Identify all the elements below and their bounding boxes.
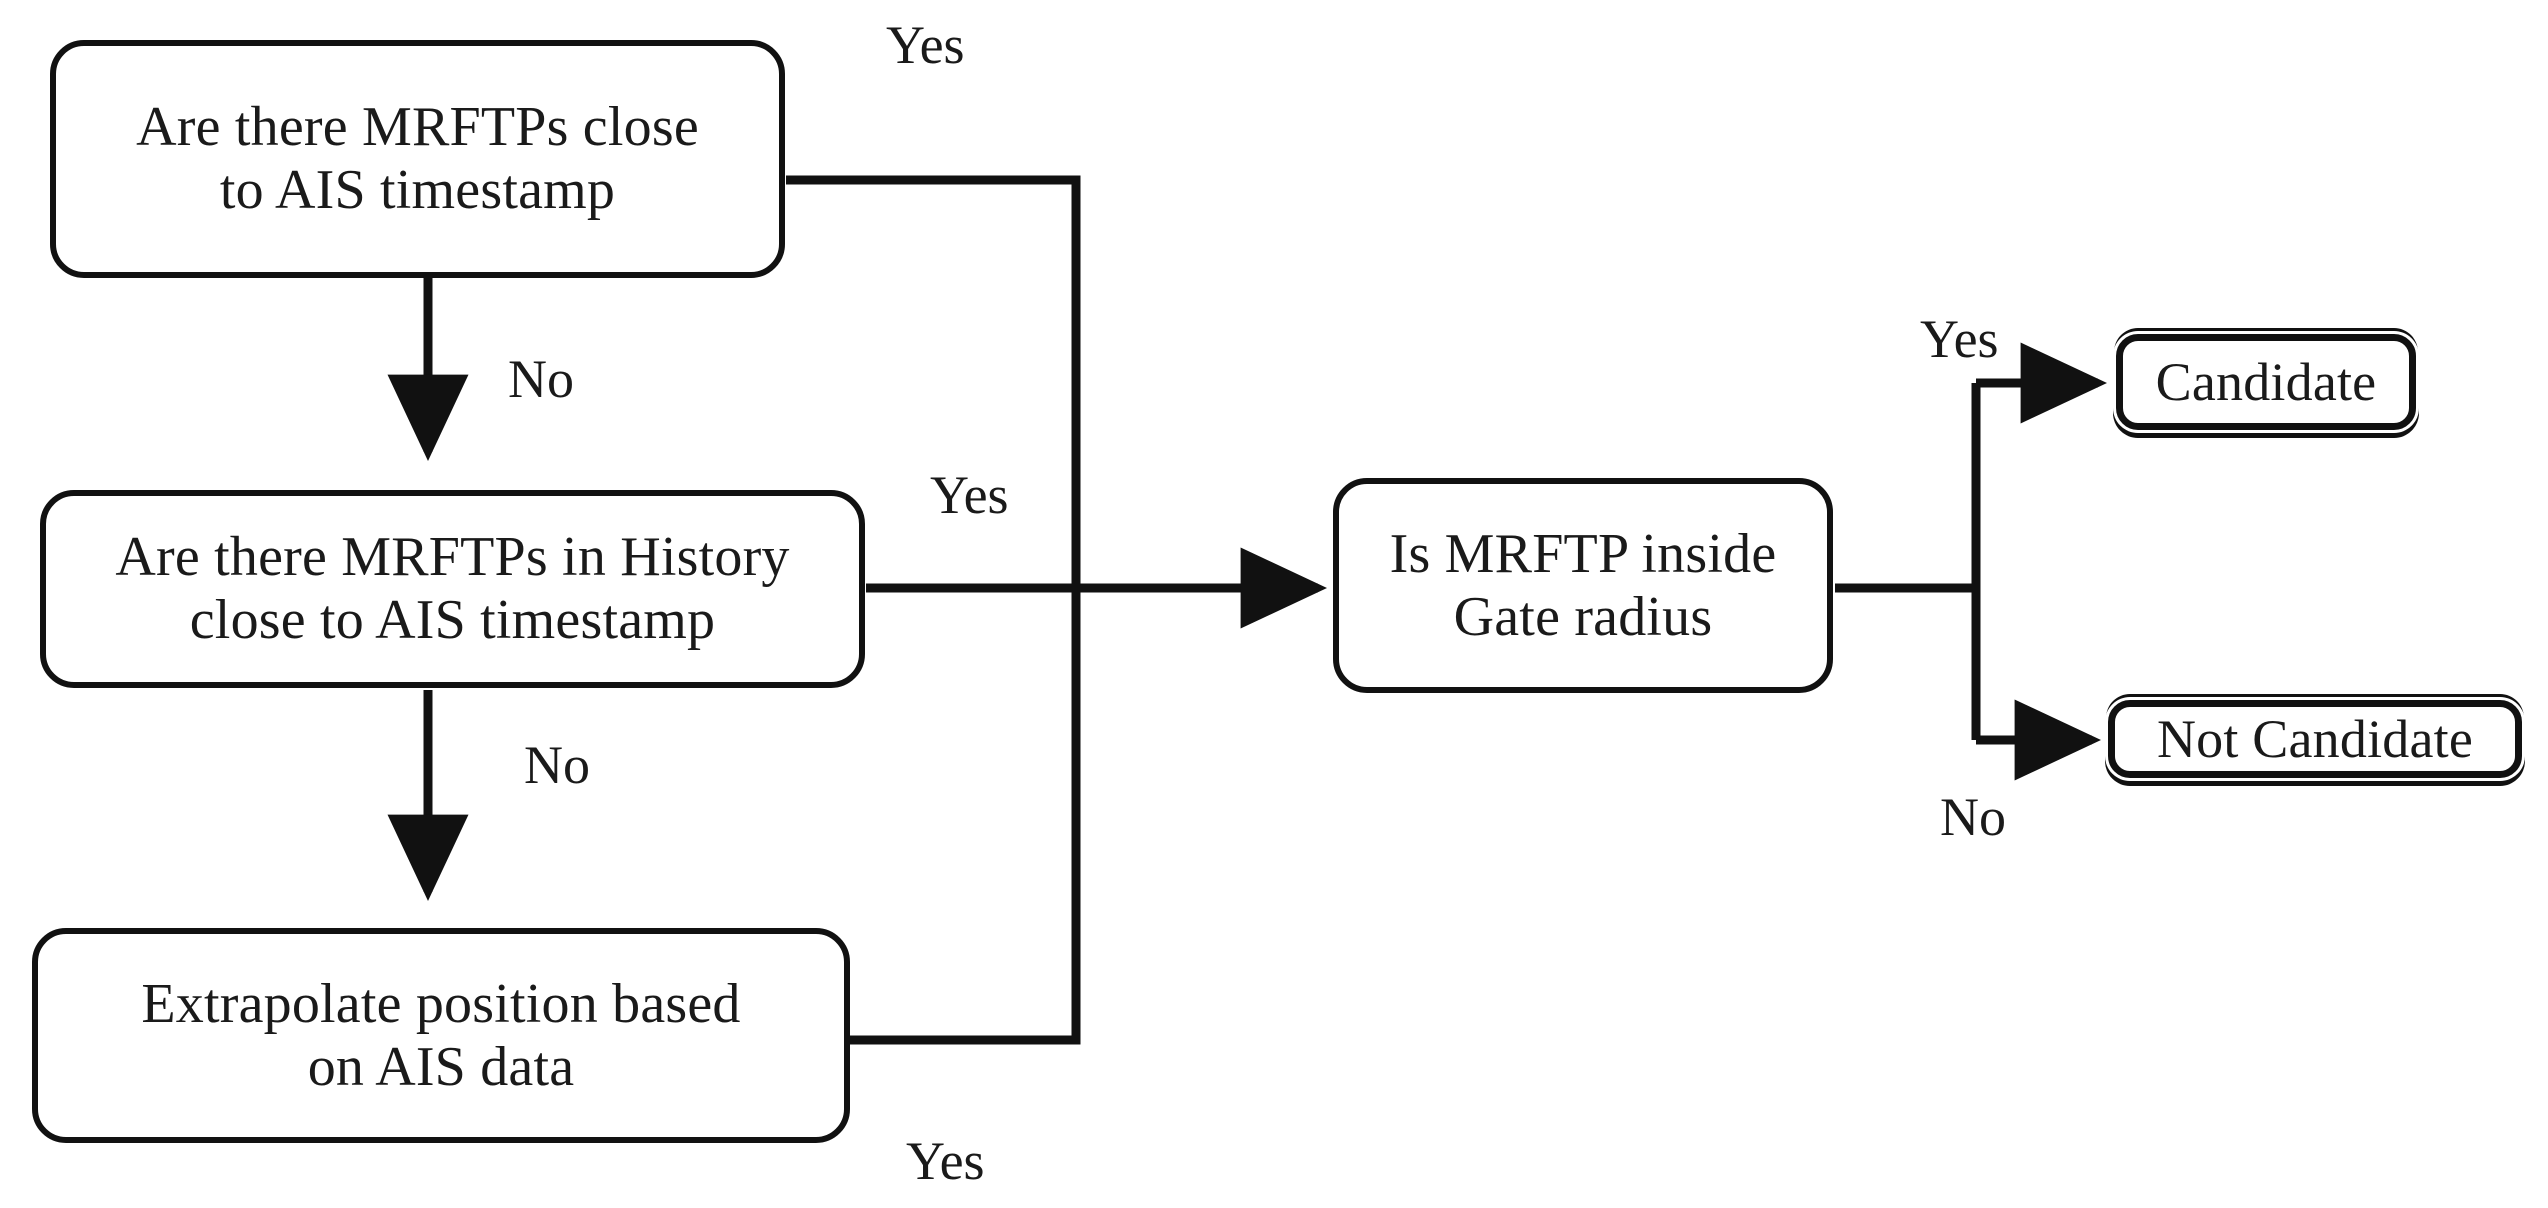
edge-label-no-gate: No	[1940, 787, 2006, 847]
node-label: Is MRFTP inside Gate radius	[1389, 522, 1777, 648]
edge-gate-split-spine	[1835, 383, 1981, 740]
edge-box3-yes-to-bus	[850, 588, 1081, 1045]
node-candidate[interactable]: Candidate	[2116, 334, 2416, 430]
edge-label-yes-gate: Yes	[1920, 309, 1999, 369]
node-label: Extrapolate position based on AIS data	[141, 972, 741, 1098]
edge-label-no-box2: No	[524, 735, 590, 795]
node-label: Are there MRFTPs in History close to AIS…	[115, 526, 790, 651]
node-not-candidate[interactable]: Not Candidate	[2108, 700, 2522, 778]
node-label: Are there MRFTPs close to AIS timestamp	[136, 96, 699, 221]
edge-label-yes-box1: Yes	[886, 15, 965, 75]
edge-label-yes-box3: Yes	[906, 1131, 985, 1191]
node-extrapolate-position[interactable]: Extrapolate position based on AIS data	[32, 928, 850, 1143]
node-mrftps-history-close-ais[interactable]: Are there MRFTPs in History close to AIS…	[40, 490, 865, 688]
edge-label-no-box1: No	[508, 349, 574, 409]
node-mrftp-inside-gate-radius[interactable]: Is MRFTP inside Gate radius	[1333, 478, 1833, 693]
node-label: Candidate	[2155, 351, 2377, 412]
node-label: Not Candidate	[2156, 708, 2474, 769]
node-mrftps-close-ais[interactable]: Are there MRFTPs close to AIS timestamp	[50, 40, 785, 278]
edge-label-yes-box2: Yes	[930, 465, 1009, 525]
